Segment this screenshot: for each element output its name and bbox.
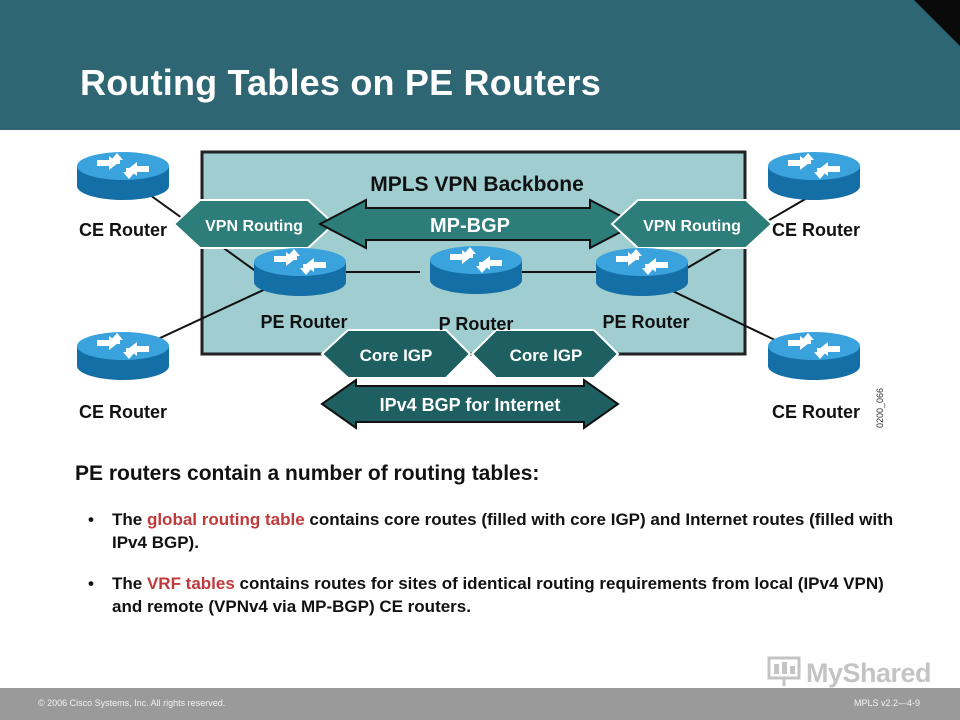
ipv4-bgp-arrow bbox=[320, 378, 620, 430]
slide-title: Routing Tables on PE Routers bbox=[80, 62, 601, 103]
ce-router-bottom-right-label: CE Router bbox=[772, 402, 860, 422]
p-router-center-icon bbox=[430, 246, 522, 294]
ce-router-top-left-label: CE Router bbox=[79, 220, 167, 240]
watermark-logo: MyShared bbox=[766, 656, 932, 690]
logo-text: MyShared bbox=[806, 658, 932, 688]
vpn-routing-right-arrow bbox=[610, 199, 774, 249]
bullet-global-routing-table: • The global routing table contains core… bbox=[88, 508, 912, 554]
bullet1-highlight: global routing table bbox=[146, 510, 305, 529]
copyright-text: © 2006 Cisco Systems, Inc. All rights re… bbox=[38, 698, 226, 708]
bullet1-post: contains core routes (filled with core I… bbox=[112, 510, 894, 552]
presentation-icon bbox=[767, 656, 801, 686]
bullet2-highlight: VRF tables bbox=[146, 574, 235, 593]
ce-router-top-right-label: CE Router bbox=[772, 220, 860, 240]
core-igp-right-label: Core IGP bbox=[510, 346, 583, 365]
bullet2-pre: The bbox=[112, 574, 147, 593]
bullet2-post: contains routes for sites of identical r… bbox=[112, 574, 884, 616]
footer-bar: © 2006 Cisco Systems, Inc. All rights re… bbox=[0, 688, 960, 720]
pe-router-right-icon bbox=[596, 248, 688, 296]
figure-id: 0200_066 bbox=[875, 388, 885, 428]
mp-bgp-label: MP-BGP bbox=[430, 215, 510, 237]
p-router-center-label: P Router bbox=[439, 314, 514, 334]
title-bar bbox=[0, 0, 960, 130]
pe-router-left-icon bbox=[254, 248, 346, 296]
core-igp-right-arrow bbox=[470, 329, 620, 379]
core-igp-left-label: Core IGP bbox=[360, 346, 433, 365]
bullet-dot: • bbox=[88, 510, 94, 529]
pe-router-right-label: PE Router bbox=[602, 312, 689, 332]
lead-text: PE routers contain a number of routing t… bbox=[75, 462, 540, 485]
ipv4-bgp-label: IPv4 BGP for Internet bbox=[380, 395, 561, 415]
ce-router-top-right-icon bbox=[768, 152, 860, 200]
ce-router-bottom-right-icon bbox=[768, 332, 860, 380]
vpn-routing-left-label: VPN Routing bbox=[205, 218, 303, 235]
mpls-vpn-diagram: MPLS VPN Backbone VPN Routing MP-BGP VPN… bbox=[77, 150, 885, 430]
ce-router-top-left-icon bbox=[77, 152, 169, 200]
bullet-dot: • bbox=[88, 574, 94, 593]
bullet-vrf-tables: • The VRF tables contains routes for sit… bbox=[88, 572, 912, 618]
pe-router-left-label: PE Router bbox=[260, 312, 347, 332]
bullet1-pre: The bbox=[112, 510, 147, 529]
ce-router-bottom-left-label: CE Router bbox=[79, 402, 167, 422]
backbone-label: MPLS VPN Backbone bbox=[370, 173, 584, 196]
vpn-routing-right-label: VPN Routing bbox=[643, 218, 741, 235]
core-igp-left-arrow bbox=[320, 329, 472, 379]
ce-router-bottom-left-icon bbox=[77, 332, 169, 380]
course-id: MPLS v2.2—4-9 bbox=[853, 698, 920, 708]
corner-decoration bbox=[914, 0, 960, 46]
